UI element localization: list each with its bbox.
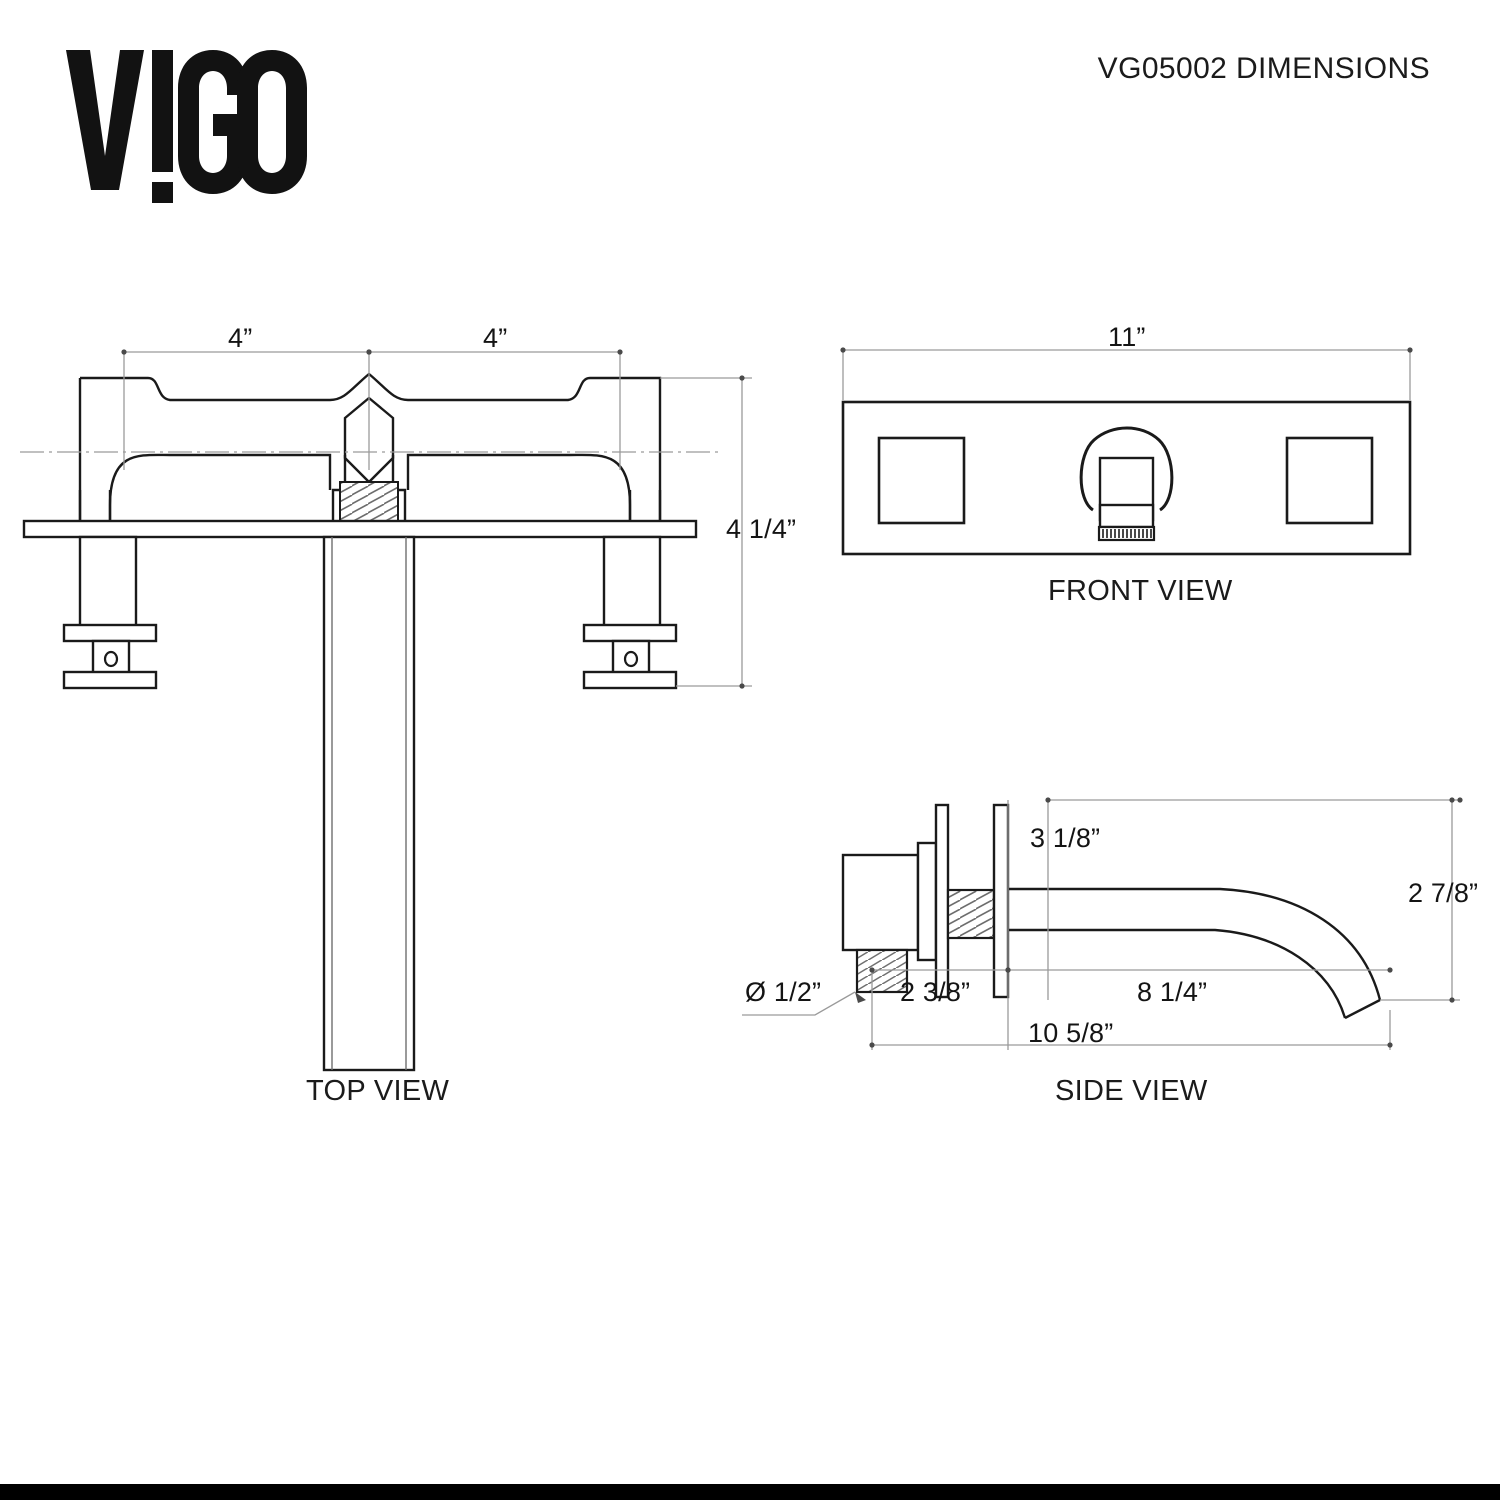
side-view-dimensions bbox=[742, 797, 1463, 1050]
dim-front-width: 11” bbox=[1108, 322, 1146, 352]
top-view-dimensions bbox=[20, 349, 752, 689]
dim-side-total-reach: 10 5/8” bbox=[1028, 1018, 1114, 1048]
dim-top-height: 4 1/4” bbox=[726, 514, 797, 544]
top-view-geometry bbox=[22, 372, 698, 1072]
dim-side-spout-reach: 8 1/4” bbox=[1137, 977, 1208, 1007]
vigo-logo bbox=[62, 46, 312, 221]
front-view-geometry bbox=[841, 400, 1412, 556]
front-view-dimensions bbox=[840, 347, 1413, 400]
dim-side-wall-to-plate: 2 3/8” bbox=[900, 977, 971, 1007]
dim-side-spout-drop: 2 7/8” bbox=[1408, 878, 1479, 908]
caption-top-view: TOP VIEW bbox=[306, 1075, 450, 1107]
dim-side-escutcheon-offset: 3 1/8” bbox=[1030, 823, 1101, 853]
dim-top-left-spread: 4” bbox=[228, 323, 253, 353]
footer-bar bbox=[0, 1484, 1500, 1500]
caption-side-view: SIDE VIEW bbox=[1055, 1075, 1208, 1107]
caption-front-view: FRONT VIEW bbox=[1048, 575, 1233, 607]
page-title: VG05002 DIMENSIONS bbox=[1097, 52, 1430, 85]
dim-top-right-spread: 4” bbox=[483, 323, 508, 353]
dim-side-inlet-diameter: Ø 1/2” bbox=[745, 977, 822, 1007]
